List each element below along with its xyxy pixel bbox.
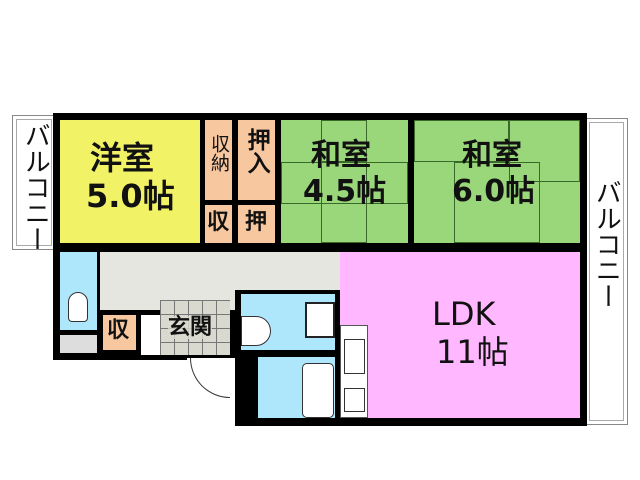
washitsu-6-0: 和室 6.0帖 [414, 120, 580, 243]
western-room-name: 洋室 [90, 139, 155, 177]
washitsu-6-0-name: 和室 [462, 138, 522, 173]
washing-machine-icon [305, 302, 335, 338]
toilet-icon [68, 292, 88, 322]
balcony-right-label: バルコニー [591, 179, 622, 309]
washitsu-4-5: 和室 4.5帖 [281, 120, 408, 243]
washbasin-icon [241, 316, 271, 346]
sink-icon [344, 339, 365, 374]
ldk-room: LDK 11帖 [340, 252, 580, 418]
balcony-left: バルコニー [12, 115, 56, 252]
storage-nou: 収納 [205, 120, 232, 200]
bathroom [258, 357, 335, 418]
genkan-label: 玄関 [168, 315, 213, 340]
storage-small-2: 収 [103, 315, 136, 350]
washitsu-4-5-name: 和室 [311, 138, 371, 173]
storage-small-1: 収 [205, 205, 232, 243]
ldk-name: LDK [432, 295, 496, 333]
washroom [241, 294, 335, 350]
balcony-left-label: バルコニー [20, 122, 51, 252]
step-area [141, 315, 160, 355]
stove-icon [344, 388, 365, 412]
ldk-size: 11帖 [436, 333, 509, 371]
balcony-right: バルコニー [585, 118, 628, 425]
hallway [100, 252, 362, 290]
oshi-small: 押 [238, 205, 275, 243]
washitsu-4-5-size: 4.5帖 [303, 174, 387, 209]
washitsu-6-0-size: 6.0帖 [452, 174, 536, 209]
bathtub-icon [302, 363, 334, 418]
kitchen-counter [340, 325, 368, 418]
western-room: 洋室 5.0帖 [60, 120, 200, 243]
toilet-room [60, 252, 97, 330]
genkan: 玄関 [160, 300, 230, 355]
oshiire: 押入 [238, 120, 275, 200]
western-room-size: 5.0帖 [86, 177, 175, 215]
